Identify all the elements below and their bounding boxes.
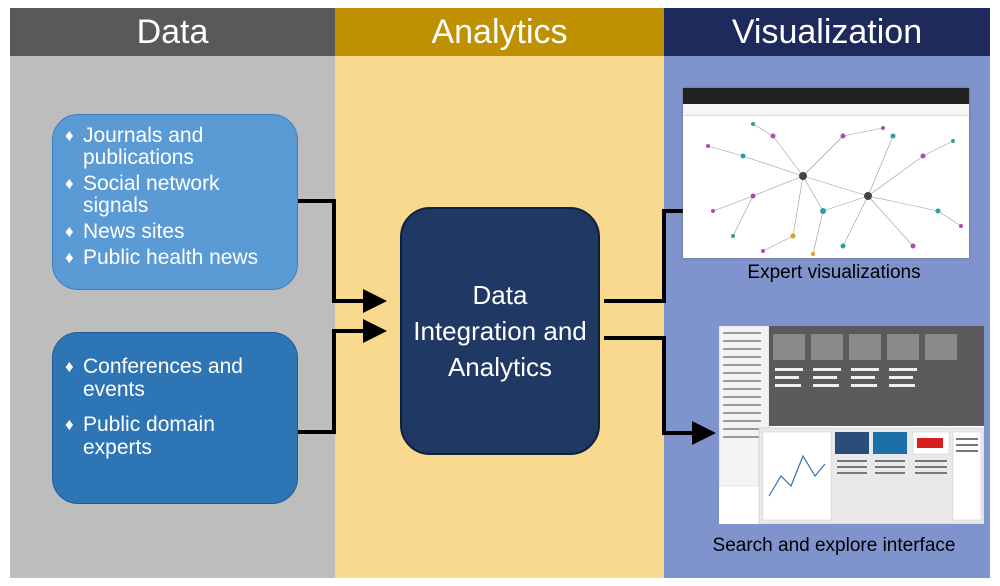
- analytics-column: Analytics: [335, 8, 664, 578]
- arrow-center-to-search: [604, 336, 716, 445]
- search-interface-image: [719, 326, 984, 524]
- diamond-icon: ♦: [65, 357, 74, 376]
- source-item: ♦Conferences and events: [65, 355, 243, 401]
- data-integration-analytics-box: Data Integration and Analytics: [400, 207, 600, 455]
- diamond-icon: ♦: [65, 174, 74, 193]
- source-item: ♦Public health news: [65, 246, 259, 269]
- source-item: ♦Journals and publications: [65, 124, 204, 169]
- diamond-icon: ♦: [65, 248, 74, 267]
- search-explore-caption: Search and explore interface: [712, 535, 956, 556]
- conferences-source-box: ♦Conferences and events ♦Public domain e…: [52, 332, 298, 504]
- journals-source-box: ♦Journals and publications ♦Social netwo…: [52, 114, 298, 290]
- diamond-icon: ♦: [65, 126, 74, 145]
- diamond-icon: ♦: [65, 415, 74, 434]
- analytics-column-header: Analytics: [335, 8, 664, 56]
- network-graph-image: [706, 122, 963, 256]
- center-box-label: Data Integration and Analytics: [413, 280, 587, 382]
- arrow-conferences-to-center: [298, 319, 387, 434]
- source-item: ♦Social network signals: [65, 172, 220, 217]
- source-item: ♦News sites: [65, 220, 185, 243]
- visualization-column-header: Visualization: [664, 8, 990, 56]
- data-column-header: Data: [10, 8, 335, 56]
- search-interface-screenshot: [719, 326, 984, 524]
- source-item: ♦Public domain experts: [65, 413, 215, 459]
- expert-visualization-screenshot: [683, 88, 969, 258]
- arrow-journals-to-center: [298, 199, 387, 313]
- expert-visualizations-caption: Expert visualizations: [747, 262, 921, 283]
- diamond-icon: ♦: [65, 222, 74, 241]
